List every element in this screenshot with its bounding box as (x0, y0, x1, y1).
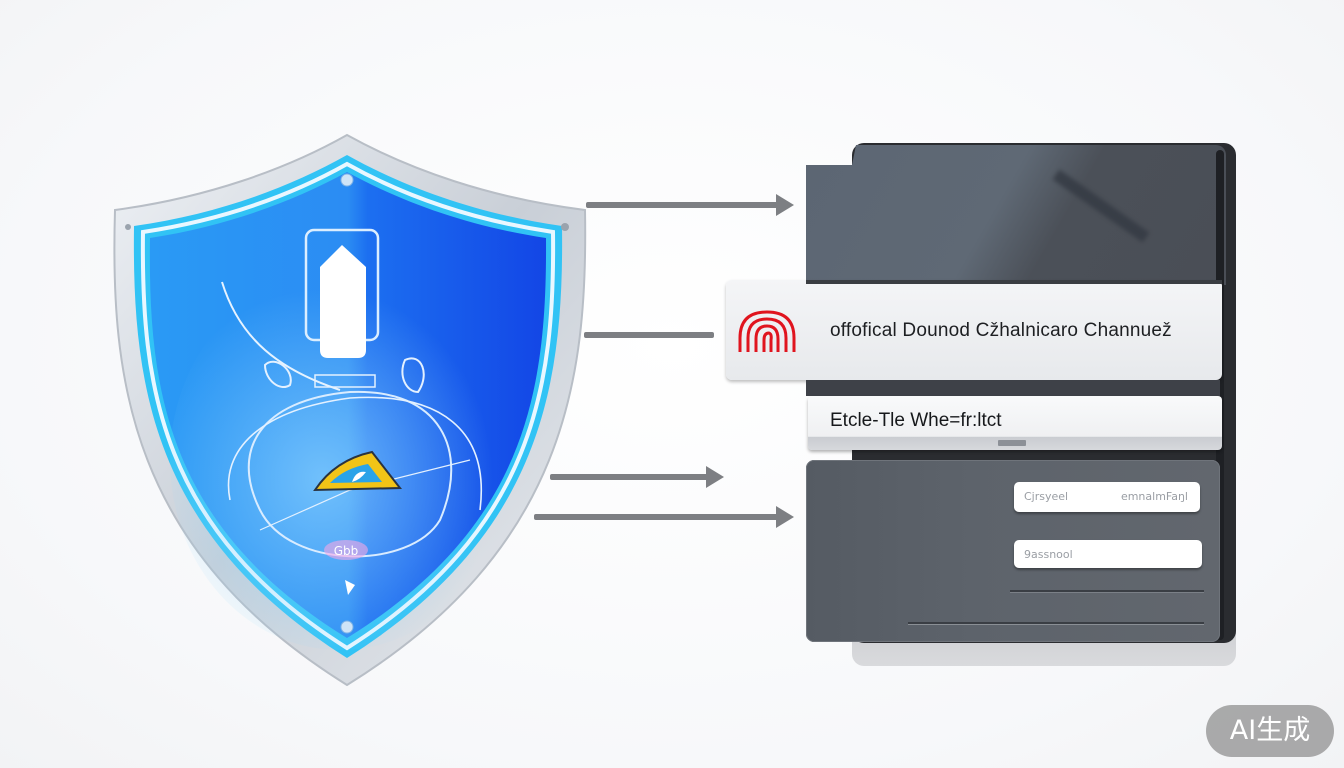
fingerprint-icon (738, 310, 796, 352)
username-field-value: emnalmFaŋl (1120, 490, 1188, 503)
shield-small-label: Gbb (334, 544, 359, 558)
panel-reflection (1052, 169, 1150, 243)
username-field[interactable]: Cjrsyeel emnalmFaŋl (1014, 482, 1200, 512)
panel-edge (1216, 150, 1224, 640)
password-field-placeholder: 9assnool (1024, 548, 1073, 561)
form-divider (1010, 590, 1204, 592)
official-channel-bar[interactable]: offofical Dounod Cžhalnicaro Channuež (726, 280, 1222, 380)
arrow-to-panel-middle (550, 466, 724, 488)
security-shield-icon: Gbb (110, 130, 590, 690)
connector-to-channel-bar (584, 332, 714, 338)
ai-generated-badge: AI生成 (1206, 705, 1334, 757)
drag-handle-icon[interactable] (998, 440, 1026, 446)
arrow-to-panel-bottom (534, 506, 794, 528)
arrow-head-icon (776, 194, 794, 216)
password-field[interactable]: 9assnool (1014, 540, 1202, 568)
panel-title-label: Etcle-Tle Whe=fr:ltct (830, 410, 1002, 431)
arrow-head-icon (706, 466, 724, 488)
username-field-label: Cjrsyeel (1024, 490, 1069, 503)
panel-divider (806, 380, 1220, 396)
panel-header (806, 145, 1226, 285)
channel-label: offofical Dounod Cžhalnicaro Channuež (830, 320, 1172, 341)
login-form-panel: Cjrsyeel emnalmFaŋl 9assnool (806, 460, 1220, 642)
panel-title-bar[interactable]: Etcle-Tle Whe=fr:ltct (808, 396, 1222, 450)
arrow-head-icon (776, 506, 794, 528)
panel-footer-divider (908, 622, 1204, 624)
channel-bar-top-border (806, 280, 1222, 284)
arrow-to-panel-top (586, 194, 794, 216)
